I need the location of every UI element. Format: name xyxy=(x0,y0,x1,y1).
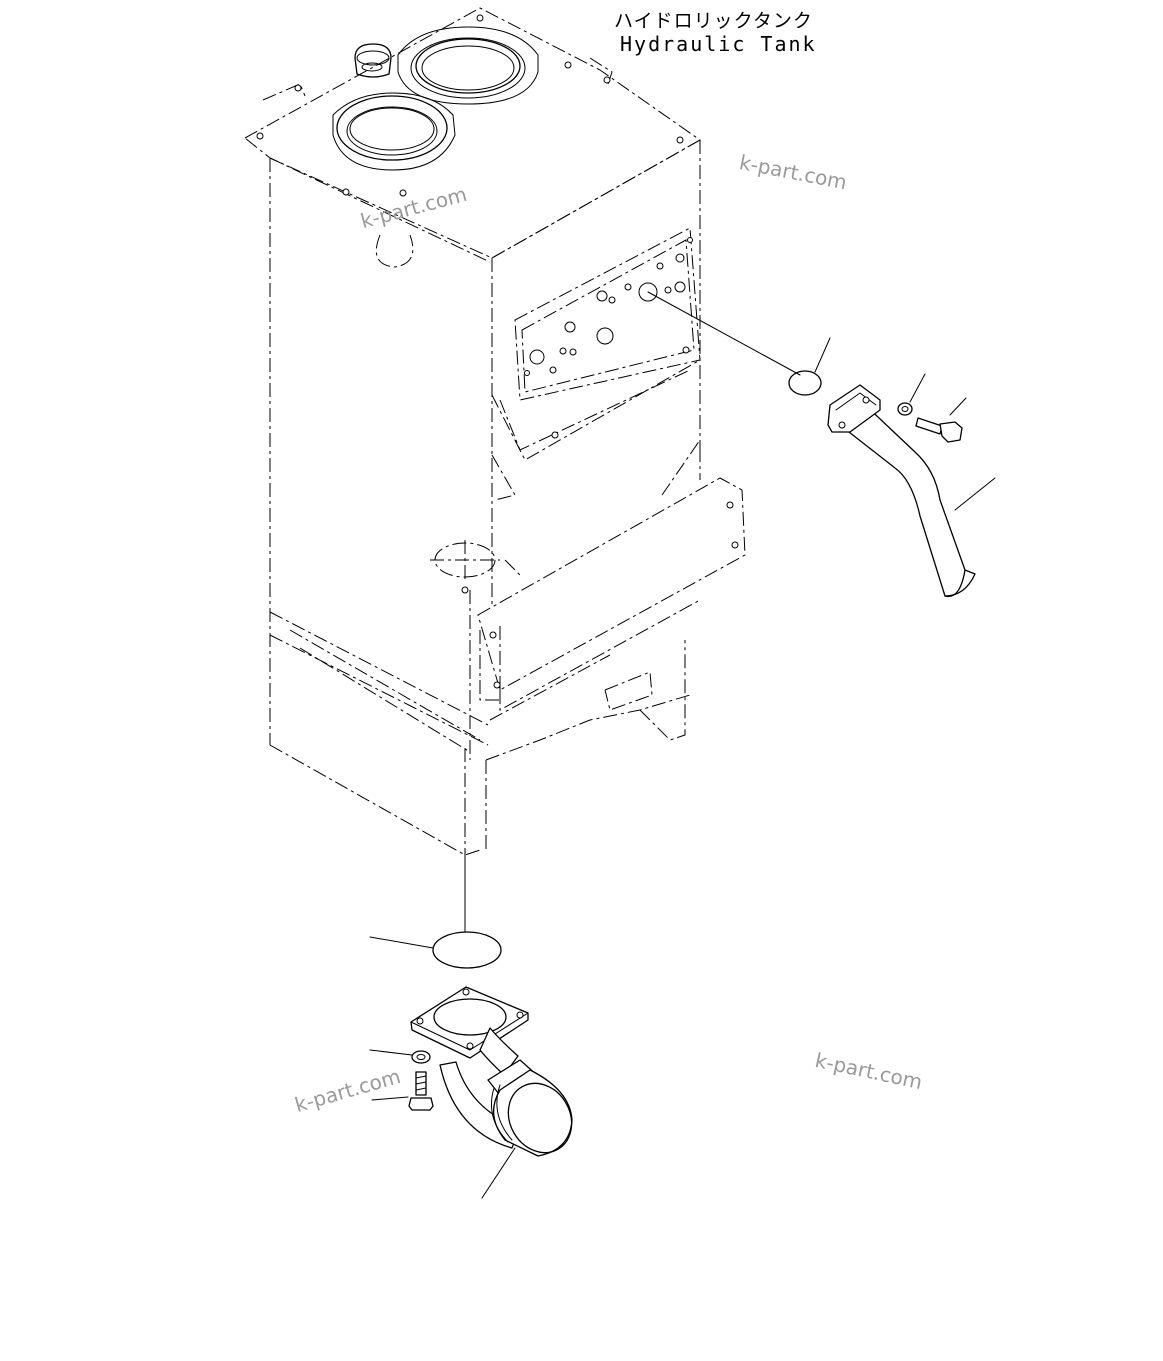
hydraulic-tank xyxy=(244,7,746,856)
gasket-lower xyxy=(369,931,502,969)
title-japanese: ハイドロリックタンク xyxy=(614,10,813,32)
reference-lines xyxy=(464,291,801,941)
washer-lower xyxy=(369,1049,431,1064)
return-pipe xyxy=(827,384,996,598)
washer-upper xyxy=(897,373,926,416)
bolt-lower xyxy=(371,1071,434,1111)
o-ring-upper xyxy=(788,337,831,396)
title-english: Hydraulic Tank xyxy=(620,32,817,56)
suction-elbow xyxy=(410,986,573,1199)
tank-openings xyxy=(256,14,739,689)
bolt-upper xyxy=(915,397,967,443)
